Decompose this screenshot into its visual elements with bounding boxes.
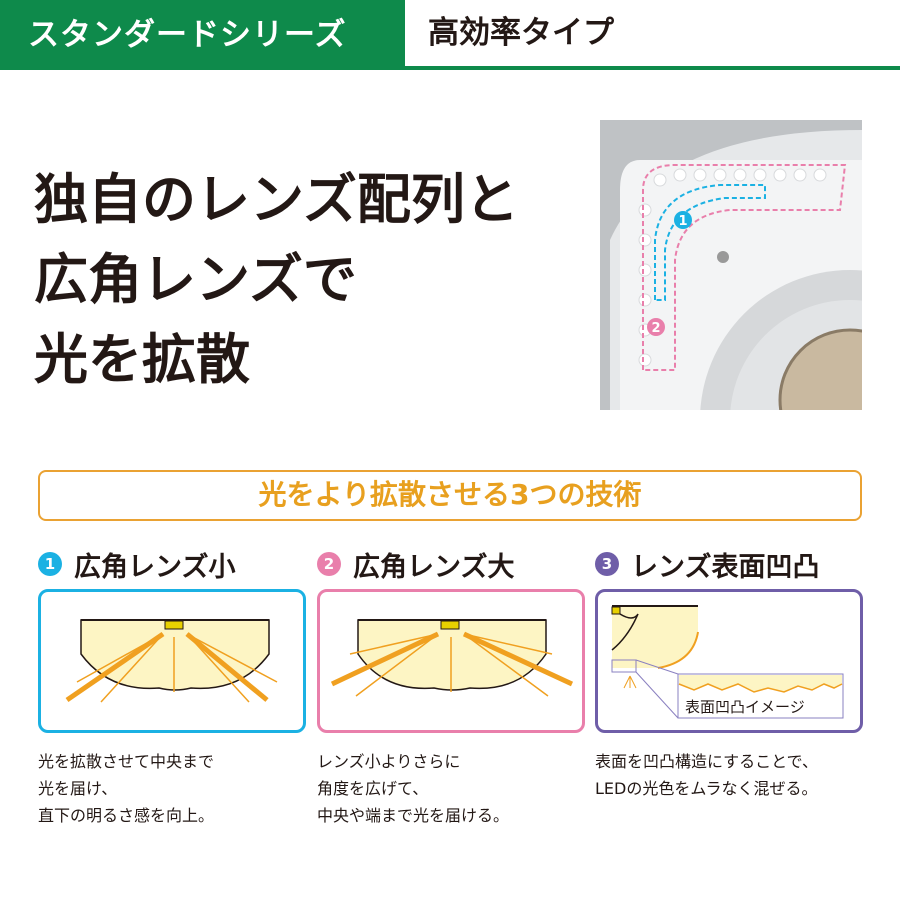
series-label: スタンダードシリーズ bbox=[0, 0, 405, 70]
headline-line: 広角レンズで bbox=[34, 248, 357, 311]
feature-desc-line: LEDの光色をムラなく混ぜる。 bbox=[595, 779, 818, 798]
technology-banner: 光をより拡散させる3つの技術 bbox=[38, 470, 862, 521]
feature-desc-line: 表面を凹凸構造にすることで、 bbox=[595, 752, 819, 771]
feature-desc-line: 直下の明るさ感を向上。 bbox=[38, 806, 215, 825]
diagram-box bbox=[38, 589, 306, 733]
feature-desc-line: 中央や端まで光を届ける。 bbox=[317, 806, 510, 825]
diagram-box: 表面凹凸イメージ bbox=[595, 589, 863, 733]
header-bar: スタンダードシリーズ 高効率タイプ bbox=[0, 0, 900, 70]
marker-1: 1 bbox=[678, 214, 687, 229]
feature-desc-line: 角度を広げて、 bbox=[317, 779, 429, 798]
feature-lens-surface: 3 レンズ表面凹凸 表面凹凸イメージ 表面を凹凸構造にすることで、 LEDの光色を… bbox=[595, 545, 863, 802]
diagram-box bbox=[317, 589, 585, 733]
feature-desc-line: 光を届け、 bbox=[38, 779, 118, 798]
surface-diagram bbox=[611, 605, 844, 719]
feature-title: 広角レンズ大 bbox=[353, 551, 515, 583]
feature-desc-line: レンズ小よりさらに bbox=[317, 752, 461, 771]
small-lens-diagram bbox=[65, 619, 278, 703]
feature-desc-line: 光を拡散させて中央まで bbox=[38, 752, 215, 771]
number-badge: 1 bbox=[38, 552, 62, 576]
feature-title: 広角レンズ小 bbox=[74, 551, 236, 583]
type-label: 高効率タイプ bbox=[428, 15, 614, 51]
headline-line: 独自のレンズ配列と bbox=[34, 168, 519, 231]
number-badge: 2 bbox=[317, 552, 341, 576]
large-lens-diagram bbox=[330, 619, 574, 697]
headline: 独自のレンズ配列と 広角レンズで 光を拡散 bbox=[34, 160, 519, 400]
feature-wide-lens-small: 1 広角レンズ小 光を拡散させて中央まで 光を届け、 直下の明るさ感を向上。 bbox=[38, 545, 306, 829]
number-badge: 3 bbox=[595, 552, 619, 576]
feature-wide-lens-large: 2 広角レンズ大 レンズ小よりさらに 角度を広げて、 中央や端まで光を届ける。 bbox=[317, 545, 585, 829]
marker-2: 2 bbox=[651, 321, 660, 336]
feature-title: レンズ表面凹凸 bbox=[631, 551, 820, 583]
headline-line: 光を拡散 bbox=[34, 328, 250, 391]
surface-caption: 表面凹凸イメージ bbox=[685, 698, 805, 716]
product-lens-photo: 1 2 bbox=[600, 120, 862, 410]
